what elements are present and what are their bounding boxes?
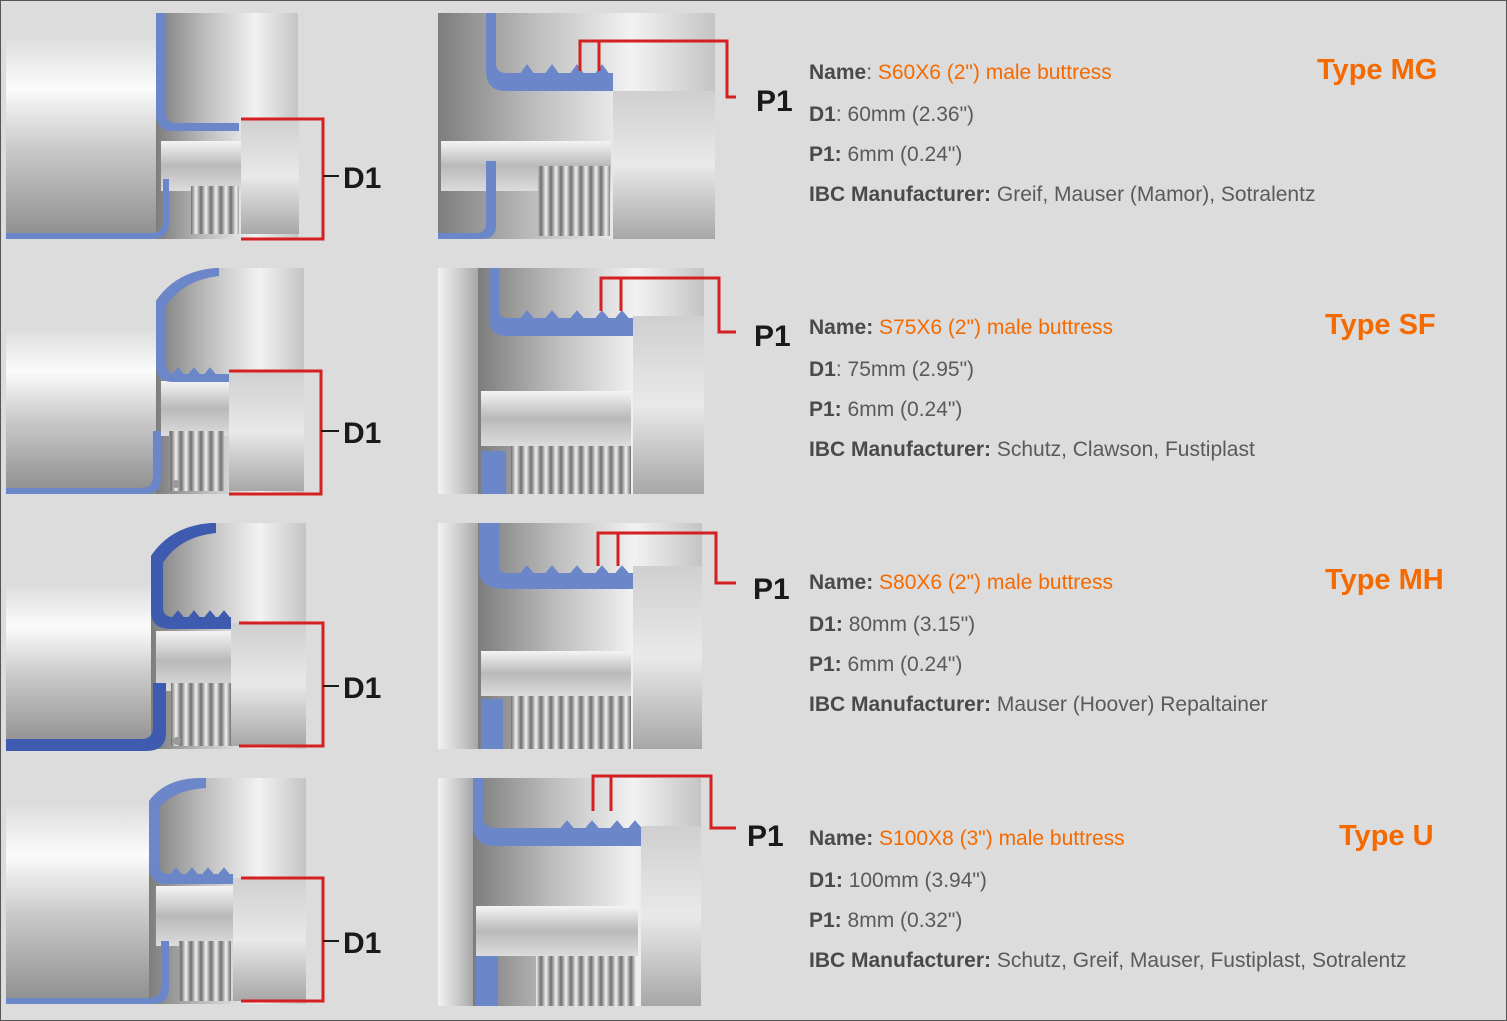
spec-ibc-value: Schutz, Clawson, Fustiplast (991, 438, 1255, 461)
type-label: Type SF (1325, 309, 1436, 341)
spec-ibc-label: IBC Manufacturer: (809, 183, 992, 206)
spec-d1-label: D1 (809, 103, 836, 126)
spec-name: Name: S75X6 (2") male buttress (809, 316, 1113, 340)
spec-name-value: S60X6 (2") male buttress (877, 61, 1112, 84)
cross-section-drawing: D1 P1 (6, 13, 793, 241)
spec-p1-label: P1: (809, 909, 842, 932)
spec-ibc-label: IBC Manufacturer: (809, 438, 992, 461)
side-view-d1: D1 (6, 778, 381, 1004)
type-label: Type MH (1325, 564, 1444, 596)
spec-d1-value: 75mm (2.95") (847, 358, 975, 381)
spec-d1-value: 80mm (3.15") (848, 613, 976, 636)
spec-p1-label: P1: (809, 143, 842, 166)
spec-d1: D1: 100mm (3.94") (809, 869, 987, 893)
cross-section-drawing: D1 P1 (6, 774, 784, 1006)
spec-p1: P1: 6mm (0.24") (809, 143, 962, 167)
fitting-row-sf: D1 P1 Name: S75X6 (2") male buttress D1:… (1, 256, 1506, 511)
detail-view-p1: P1 (438, 13, 793, 239)
p1-dimension-label: P1 (756, 85, 793, 118)
spec-name: Name: S60X6 (2") male buttress (809, 61, 1112, 85)
detail-view-p1: P1 (438, 523, 790, 749)
spec-ibc-label: IBC Manufacturer: (809, 949, 992, 972)
spec-ibc-value: Schutz, Greif, Mauser, Fustiplast, Sotra… (991, 949, 1407, 972)
spec-ibc: IBC Manufacturer: Schutz, Clawson, Fusti… (809, 438, 1255, 462)
d1-dimension-label: D1 (343, 672, 381, 705)
cross-section-drawing: D1 P1 (6, 523, 790, 751)
p1-dimension-label: P1 (753, 573, 790, 606)
spec-p1-label: P1: (809, 653, 842, 676)
spec-ibc: IBC Manufacturer: Mauser (Hoover) Repalt… (809, 693, 1268, 717)
detail-view-p1: P1 (438, 268, 791, 494)
spec-p1: P1: 6mm (0.24") (809, 653, 962, 677)
side-view-d1: D1 (6, 13, 381, 241)
type-label: Type U (1339, 820, 1434, 852)
spec-ibc-label: IBC Manufacturer: (809, 693, 992, 716)
spec-name: Name: S100X8 (3") male buttress (809, 827, 1125, 851)
spec-d1-value: 100mm (3.94") (848, 869, 987, 892)
spec-d1: D1: 60mm (2.36") (809, 103, 974, 127)
fitting-row-mg: D1 P1 Name: S60X6 (2") male buttress D1:… (1, 1, 1506, 256)
spec-name-label: Name: (809, 571, 874, 594)
spec-d1: D1: 75mm (2.95") (809, 358, 974, 382)
spec-d1-separator: : (835, 358, 848, 381)
spec-ibc: IBC Manufacturer: Greif, Mauser (Mamor),… (809, 183, 1315, 207)
p1-dimension-label: P1 (754, 320, 791, 353)
spec-d1-label: D1: (809, 613, 843, 636)
d1-dimension-label: D1 (343, 927, 381, 960)
spec-p1-label: P1: (809, 398, 842, 421)
p1-dimension-label: P1 (747, 820, 784, 853)
spec-name-separator: : (866, 61, 878, 84)
spec-d1: D1: 80mm (3.15") (809, 613, 975, 637)
d1-dimension-label: D1 (343, 417, 381, 450)
detail-view-p1: P1 (438, 774, 784, 1006)
spec-p1-value: 6mm (0.24") (841, 398, 963, 421)
spec-d1-value: 60mm (2.36") (847, 103, 975, 126)
side-view-d1: D1 (6, 523, 381, 751)
spec-name-value: S75X6 (2") male buttress (879, 316, 1113, 339)
cross-section-drawing: D1 P1 (6, 268, 791, 496)
spec-ibc-value: Greif, Mauser (Mamor), Sotralentz (991, 183, 1316, 206)
spec-name-label: Name: (809, 316, 874, 339)
spec-p1-value: 8mm (0.32") (841, 909, 963, 932)
spec-name-value: S100X8 (3") male buttress (879, 827, 1125, 850)
spec-p1: P1: 6mm (0.24") (809, 398, 962, 422)
fitting-row-u: D1 P1 Name: S100X8 (3") male buttress D1… (1, 766, 1506, 1020)
spec-d1-label: D1 (809, 358, 836, 381)
d1-dimension-label: D1 (343, 162, 381, 195)
spec-d1-separator: : (835, 103, 848, 126)
spec-p1: P1: 8mm (0.32") (809, 909, 962, 933)
spec-d1-label: D1: (809, 869, 843, 892)
spec-p1-value: 6mm (0.24") (841, 653, 963, 676)
spec-name-value: S80X6 (2") male buttress (879, 571, 1113, 594)
fitting-row-mh: D1 P1 Name: S80X6 (2") male buttress D1:… (1, 511, 1506, 766)
side-view-d1: D1 (6, 268, 381, 496)
spec-ibc: IBC Manufacturer: Schutz, Greif, Mauser,… (809, 949, 1407, 973)
spec-name-label: Name (809, 61, 867, 84)
spec-ibc-value: Mauser (Hoover) Repaltainer (991, 693, 1268, 716)
spec-p1-value: 6mm (0.24") (841, 143, 963, 166)
spec-name: Name: S80X6 (2") male buttress (809, 571, 1113, 595)
type-label: Type MG (1317, 54, 1438, 86)
spec-name-label: Name: (809, 827, 874, 850)
